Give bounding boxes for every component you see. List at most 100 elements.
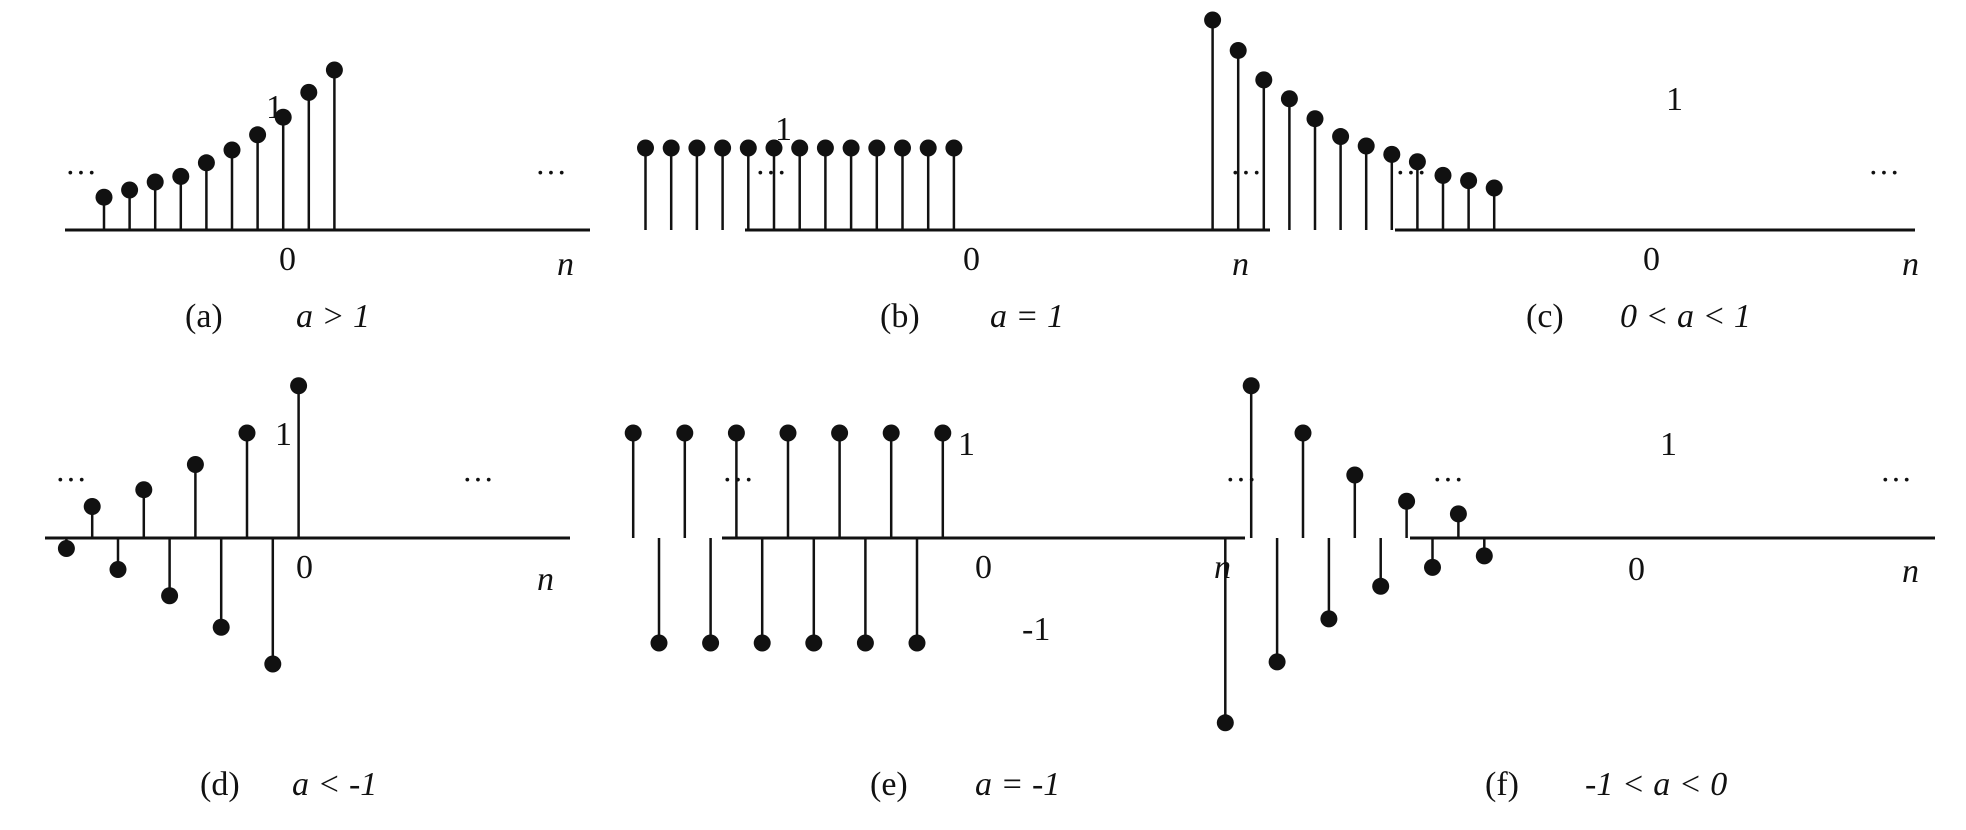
stem-dot-f-n-1 bbox=[1268, 653, 1286, 671]
stem-dot-c-n-3 bbox=[1229, 41, 1247, 59]
one-label-e: 1 bbox=[958, 426, 975, 463]
stem-dot-e-n-2 bbox=[727, 424, 745, 442]
stem-dot-f-n-2 bbox=[1242, 377, 1260, 395]
stem-dot-a-n-2 bbox=[172, 167, 190, 185]
stem-dot-b-n-5 bbox=[637, 139, 654, 157]
right-ellipsis-b: ··· bbox=[1230, 154, 1262, 190]
stem-dot-e-n-4 bbox=[676, 424, 694, 442]
zero-label-b: 0 bbox=[963, 241, 980, 278]
stem-dot-e-n5 bbox=[908, 634, 926, 652]
left-ellipsis-b: ··· bbox=[755, 154, 787, 190]
stem-dot-b-n-2 bbox=[714, 139, 732, 157]
stem-dot-c-n5 bbox=[1434, 166, 1452, 184]
axis-var-b: n bbox=[1232, 246, 1249, 283]
caption-label-f: (f) bbox=[1485, 766, 1519, 803]
right-ellipsis-a: ··· bbox=[535, 154, 567, 190]
stem-dot-a-n4 bbox=[325, 61, 343, 79]
stem-dot-b-n1 bbox=[791, 139, 809, 157]
panel-a: ··· ··· 0 n 1 (a) a > 1 bbox=[65, 61, 590, 335]
stem-dot-c-n-2 bbox=[1255, 71, 1273, 89]
stem-dot-b-n3 bbox=[842, 139, 860, 157]
stem-dot-d-n-1 bbox=[212, 618, 230, 636]
panel-d: ··· ··· 0 n 1 (d) a < -1 bbox=[45, 377, 570, 803]
stem-dot-d-n2 bbox=[290, 377, 308, 395]
one-label-c: 1 bbox=[1666, 81, 1683, 118]
caption-condition-d: a < -1 bbox=[292, 766, 377, 803]
stem-dot-a-n-1 bbox=[197, 154, 215, 172]
stem-dot-a-n0 bbox=[223, 141, 241, 159]
zero-label-d: 0 bbox=[296, 549, 313, 586]
left-ellipsis-e: ··· bbox=[722, 461, 754, 497]
stem-dot-e-n0 bbox=[779, 424, 797, 442]
stem-dot-a-n-5 bbox=[95, 188, 113, 206]
stem-dot-f-n2 bbox=[1346, 466, 1364, 484]
one-label-d: 1 bbox=[275, 416, 292, 453]
stem-dot-c-n3 bbox=[1383, 145, 1401, 163]
stem-dot-e-n-3 bbox=[702, 634, 720, 652]
caption-condition-a: a > 1 bbox=[296, 298, 370, 335]
zero-label-f: 0 bbox=[1628, 551, 1645, 588]
stem-dot-c-n6 bbox=[1460, 172, 1478, 190]
caption-label-e: (e) bbox=[870, 766, 908, 803]
axis-var-d: n bbox=[537, 561, 554, 598]
caption-condition-b: a = 1 bbox=[990, 298, 1064, 335]
zero-label-a: 0 bbox=[279, 241, 296, 278]
left-ellipsis-d: ··· bbox=[55, 461, 87, 497]
stem-dot-f-n3 bbox=[1372, 577, 1390, 595]
stem-dot-b-n2 bbox=[816, 139, 834, 157]
stem-dot-c-n0 bbox=[1306, 110, 1324, 128]
stem-dot-f-n4 bbox=[1398, 492, 1416, 510]
panel-b: ··· ··· 0 n 1 (b) a = 1 bbox=[637, 111, 1270, 335]
panel-c: ··· ··· 0 n 1 (c) 0 < a < 1 bbox=[1204, 11, 1919, 335]
left-ellipsis-f: ··· bbox=[1432, 461, 1464, 497]
caption-condition-c: 0 < a < 1 bbox=[1620, 298, 1751, 335]
stem-dot-f-n5 bbox=[1424, 558, 1441, 576]
axis-var-f: n bbox=[1902, 553, 1919, 590]
stem-dot-d-n-6 bbox=[83, 498, 101, 515]
stem-dot-c-n-1 bbox=[1280, 90, 1298, 108]
stem-dot-b-n6 bbox=[919, 139, 937, 157]
stem-dot-a-n2 bbox=[274, 108, 292, 126]
right-ellipsis-c: ··· bbox=[1868, 154, 1900, 190]
stem-dot-d-n0 bbox=[238, 424, 256, 442]
stem-dot-d-n-3 bbox=[161, 587, 179, 605]
stem-dot-b-n7 bbox=[945, 139, 963, 157]
right-ellipsis-f: ··· bbox=[1880, 461, 1912, 497]
stem-dot-e-n6 bbox=[934, 424, 952, 442]
stem-dot-d-n-7 bbox=[57, 540, 75, 557]
axis-var-a: n bbox=[557, 246, 574, 283]
stem-dot-b-n-1 bbox=[739, 139, 757, 157]
axis-var-e: n bbox=[1214, 549, 1231, 586]
axis-var-c: n bbox=[1902, 246, 1919, 283]
neg-one-label-e: -1 bbox=[1022, 611, 1050, 648]
caption-condition-f: -1 < a < 0 bbox=[1585, 766, 1727, 803]
stem-dot-f-n7 bbox=[1475, 547, 1493, 565]
stem-dot-d-n-2 bbox=[186, 456, 204, 473]
stem-dot-b-n4 bbox=[868, 139, 886, 157]
stem-dot-e-n4 bbox=[882, 424, 900, 442]
stem-dot-d-n-4 bbox=[135, 481, 153, 499]
stem-dot-a-n-4 bbox=[121, 181, 139, 199]
stem-dot-d-n1 bbox=[264, 655, 282, 673]
stem-dot-e-n2 bbox=[831, 424, 849, 442]
stem-dot-f-n-3 bbox=[1216, 714, 1234, 732]
stem-dot-b-n-3 bbox=[688, 139, 706, 157]
stem-dot-c-n2 bbox=[1357, 137, 1375, 155]
stem-dot-c-n1 bbox=[1332, 128, 1350, 146]
stem-dot-e-n3 bbox=[856, 634, 874, 652]
stem-dot-b-n5 bbox=[894, 139, 911, 157]
stem-dot-f-n6 bbox=[1449, 505, 1467, 523]
stem-dot-e-n-5 bbox=[650, 634, 668, 652]
stem-dot-f-n0 bbox=[1294, 424, 1312, 442]
zero-label-c: 0 bbox=[1643, 241, 1660, 278]
stem-dot-c-n4 bbox=[1408, 153, 1426, 171]
zero-label-e: 0 bbox=[975, 549, 992, 586]
stem-dot-a-n-3 bbox=[146, 173, 164, 191]
stem-dot-b-n-4 bbox=[662, 139, 680, 157]
caption-label-c: (c) bbox=[1526, 298, 1564, 335]
caption-label-d: (d) bbox=[200, 766, 240, 803]
stem-dot-c-n-4 bbox=[1204, 11, 1222, 29]
left-ellipsis-a: ··· bbox=[65, 154, 97, 190]
stem-dot-c-n7 bbox=[1485, 179, 1503, 197]
